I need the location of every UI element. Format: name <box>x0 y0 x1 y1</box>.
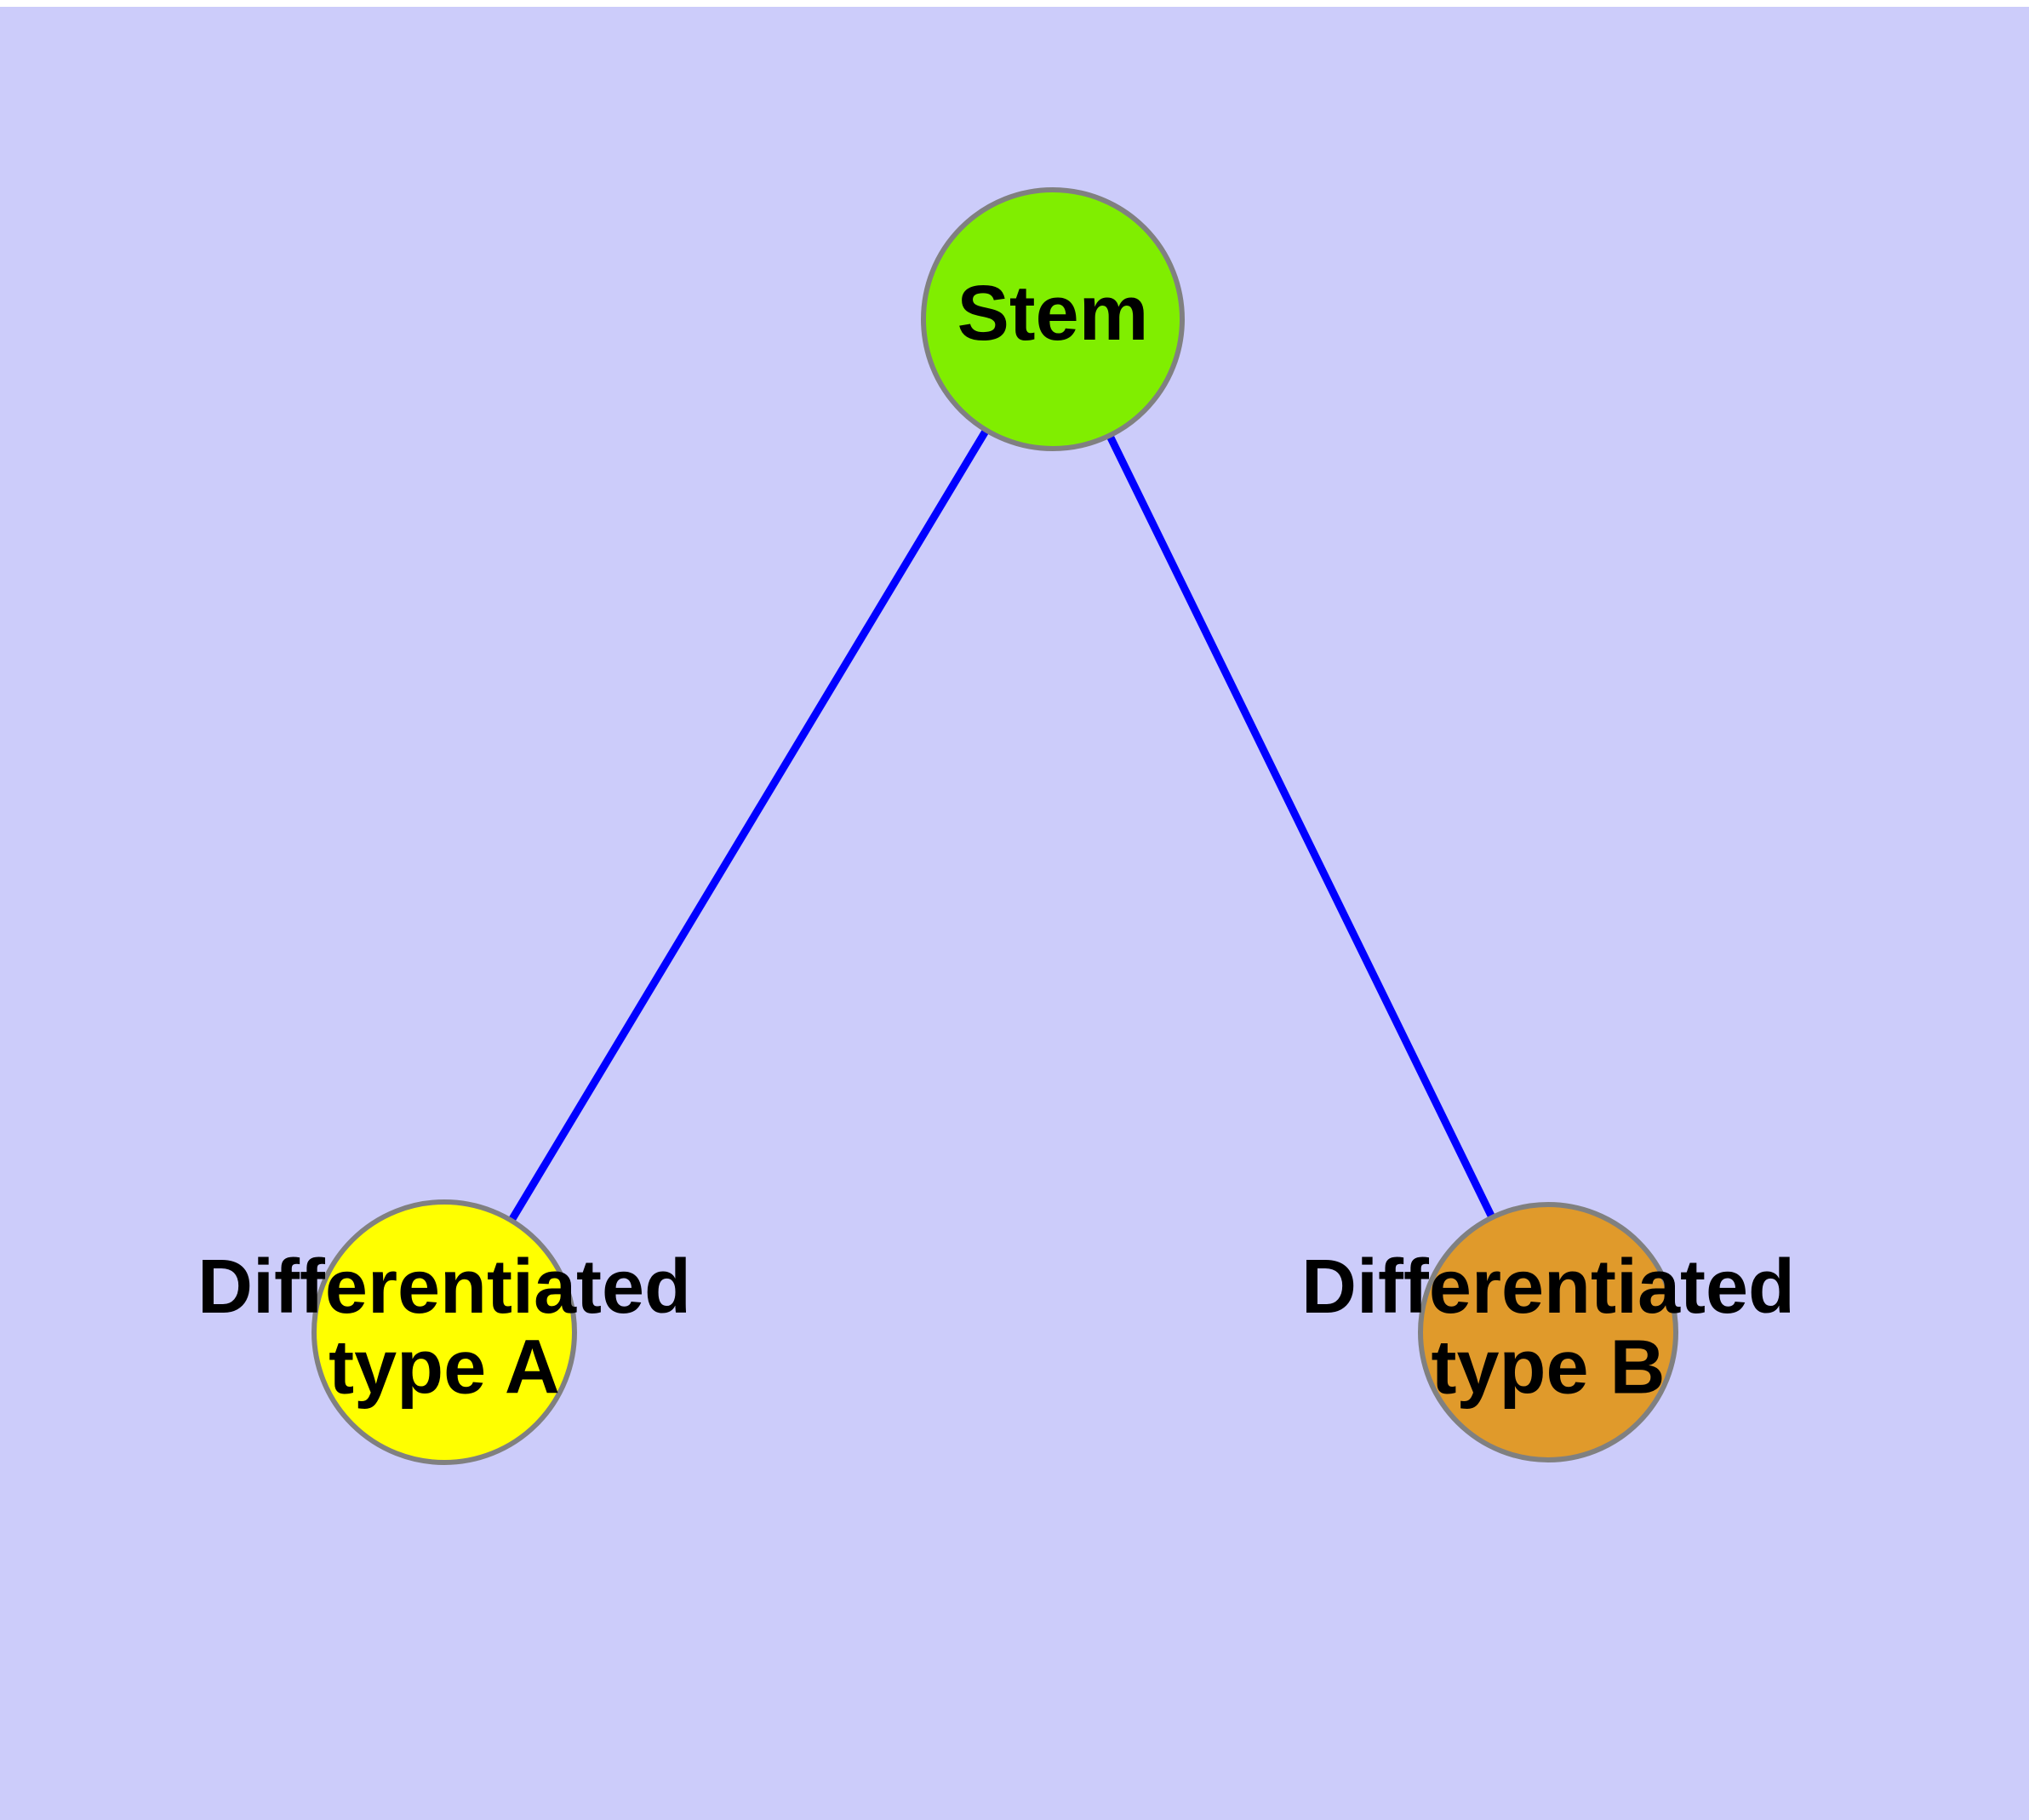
graph-node-label-stem: Stem <box>957 270 1149 357</box>
graph-node-label-line: Differentiated <box>1301 1245 1795 1330</box>
edges-layer <box>506 426 1497 1224</box>
graph-node-label-line: type A <box>329 1325 560 1410</box>
nodes-layer <box>311 187 1678 1465</box>
graph-node-stem[interactable] <box>921 187 1185 451</box>
graph-edge <box>506 426 991 1224</box>
graph-node-label-line: Stem <box>957 270 1149 357</box>
graph-node-label-line: Differentiated <box>197 1245 691 1330</box>
graph-edge <box>1105 432 1497 1222</box>
graph-node-diff_b[interactable] <box>1418 1202 1678 1462</box>
graph-node-diff_a[interactable] <box>311 1199 577 1465</box>
graph-node-label-line: type B <box>1431 1325 1665 1410</box>
